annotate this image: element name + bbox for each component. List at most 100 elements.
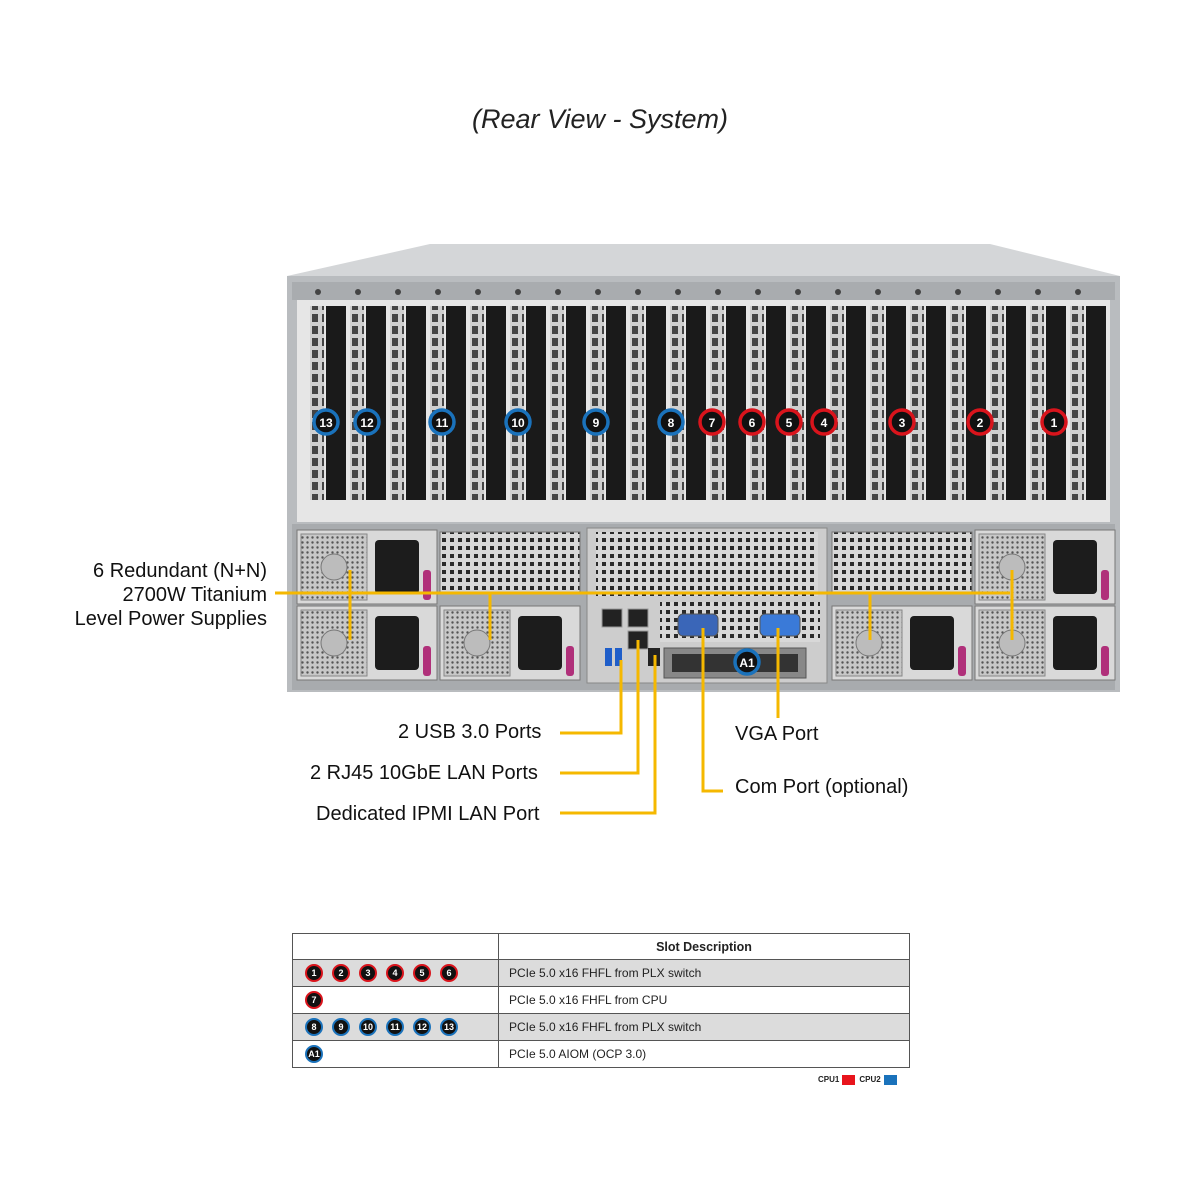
power-inlet xyxy=(375,616,419,670)
slot-badge-8: 8 xyxy=(657,408,685,436)
power-inlet xyxy=(375,540,419,594)
slot-badge-7: 7 xyxy=(305,991,323,1009)
slot-icons-cell: A1 xyxy=(292,1040,499,1068)
slot-badge-4: 4 xyxy=(386,964,404,982)
slot-bracket-vent xyxy=(510,306,524,500)
slot-description-cell: PCIe 5.0 x16 FHFL from CPU xyxy=(498,986,910,1014)
slot-bracket-vent xyxy=(1070,306,1084,500)
usb-callout-line xyxy=(560,660,623,735)
slot-description-cell: PCIe 5.0 x16 FHFL from PLX switch xyxy=(498,1013,910,1041)
slot-badge-label: 2 xyxy=(977,416,984,430)
slot-bracket-vent xyxy=(870,306,884,500)
psu-release-handle[interactable] xyxy=(566,646,574,676)
slot-badge-label: 5 xyxy=(786,416,793,430)
rj45-port-upper xyxy=(601,608,623,628)
legend-swatch-cpu2 xyxy=(883,1075,897,1085)
slot-badge-3: 3 xyxy=(888,408,916,436)
slot-bracket-vent xyxy=(470,306,484,500)
slot-badge-label: 3 xyxy=(899,416,906,430)
rj45-callout-line xyxy=(560,640,640,775)
slot-bracket-vent xyxy=(950,306,964,500)
slot-screw xyxy=(1075,289,1081,295)
psu-release-handle[interactable] xyxy=(1101,570,1109,600)
slot-bracket-vent xyxy=(710,306,724,500)
slot-screw xyxy=(795,289,801,295)
slot-badge-label: 13 xyxy=(319,416,333,430)
slot-badge-13: 13 xyxy=(312,408,340,436)
slot-bracket-card xyxy=(326,306,346,500)
slot-screw xyxy=(515,289,521,295)
slot-bracket-card xyxy=(886,306,906,500)
slot-badge-label: 4 xyxy=(821,416,828,430)
slot-bracket-vent xyxy=(630,306,644,500)
slot-bracket-card xyxy=(1086,306,1106,500)
table-header-row: Slot Description xyxy=(292,933,910,960)
slot-bracket-card xyxy=(526,306,546,500)
slot-bracket-card xyxy=(566,306,586,500)
slot-bracket-vent xyxy=(590,306,604,500)
vent-left xyxy=(439,531,581,595)
slot-bracket-vent xyxy=(790,306,804,500)
slot-badge-1: 1 xyxy=(1040,408,1068,436)
slot-badge-12: 12 xyxy=(413,1018,431,1036)
usb-port-2 xyxy=(615,648,622,666)
slot-badge-6: 6 xyxy=(440,964,458,982)
slot-bracket-card xyxy=(806,306,826,500)
slot-bracket-card xyxy=(486,306,506,500)
vent-right xyxy=(831,531,973,595)
slot-badge-label: 10 xyxy=(511,416,525,430)
slot-bracket-card xyxy=(606,306,626,500)
slot-bracket-card xyxy=(926,306,946,500)
slot-badge-4: 4 xyxy=(810,408,838,436)
slot-screw xyxy=(395,289,401,295)
slot-bracket-card xyxy=(686,306,706,500)
slot-bracket-vent xyxy=(390,306,404,500)
page-title: (Rear View - System) xyxy=(471,104,729,134)
psu-release-handle[interactable] xyxy=(423,570,431,600)
slot-badge-label: 9 xyxy=(593,416,600,430)
slot-bracket-vent xyxy=(670,306,684,500)
slot-badge-9: 9 xyxy=(332,1018,350,1036)
power-supply-unit xyxy=(296,605,438,681)
slot-badge-10: 10 xyxy=(359,1018,377,1036)
slot-badge-11: 11 xyxy=(428,408,456,436)
slot-screw xyxy=(675,289,681,295)
ipmi-callout: Dedicated IPMI LAN Port xyxy=(316,803,540,825)
slot-badge-5: 5 xyxy=(775,408,803,436)
chassis-top xyxy=(287,244,1120,276)
slot-bracket-card xyxy=(646,306,666,500)
slot-badge-label: 7 xyxy=(709,416,716,430)
psu-callout-line-1: 6 Redundant (N+N) xyxy=(93,560,267,582)
slot-screw xyxy=(1035,289,1041,295)
rj45-port-lower-a xyxy=(627,608,649,628)
psu-callout: 6 Redundant (N+N) 2700W Titanium Level P… xyxy=(40,559,267,631)
aiom-badge: A1 xyxy=(733,648,761,676)
slot-screw xyxy=(555,289,561,295)
legend-label-cpu2: CPU2 xyxy=(859,1075,881,1085)
legend-swatch-cpu1 xyxy=(842,1075,856,1085)
table-row: 7 PCIe 5.0 x16 FHFL from CPU xyxy=(292,986,910,1014)
psu-release-handle[interactable] xyxy=(1101,646,1109,676)
slot-bracket-card xyxy=(966,306,986,500)
slot-badge-7: 7 xyxy=(698,408,726,436)
slot-bracket-vent xyxy=(350,306,364,500)
slot-badge-8: 8 xyxy=(305,1018,323,1036)
power-inlet xyxy=(1053,540,1097,594)
power-inlet xyxy=(1053,616,1097,670)
slot-badge-10: 10 xyxy=(504,408,532,436)
slot-screw xyxy=(835,289,841,295)
slot-badge-2: 2 xyxy=(966,408,994,436)
slot-badge-6: 6 xyxy=(738,408,766,436)
table-header-slot-description: Slot Description xyxy=(498,933,910,960)
slot-screw xyxy=(635,289,641,295)
com-callout-line xyxy=(701,628,723,793)
psu-release-handle[interactable] xyxy=(423,646,431,676)
usb-callout: 2 USB 3.0 Ports xyxy=(398,721,542,743)
slot-bracket-vent xyxy=(830,306,844,500)
psu-release-handle[interactable] xyxy=(958,646,966,676)
